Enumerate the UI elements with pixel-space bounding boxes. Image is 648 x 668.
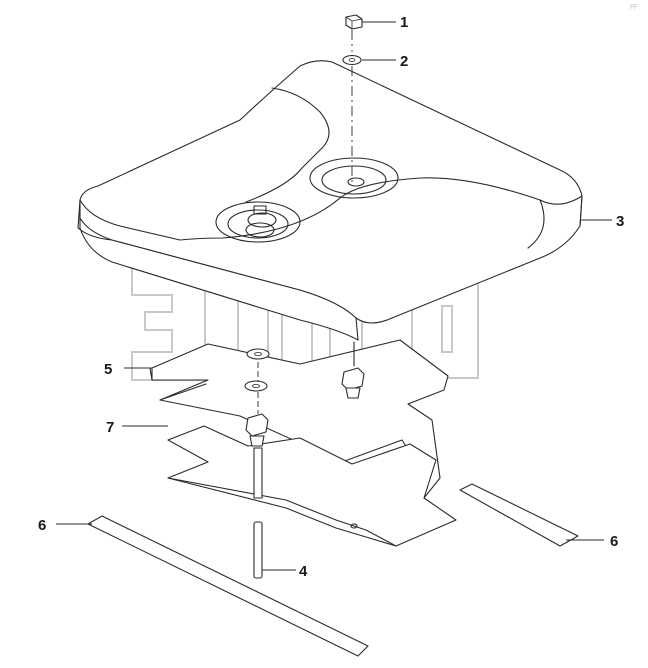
callout-3: 3 — [616, 213, 624, 230]
callout-1: 1 — [400, 14, 408, 31]
callout-7: 7 — [106, 419, 114, 436]
callout-4: 4 — [299, 563, 308, 580]
rubber-strip-right — [459, 483, 579, 547]
callout-labels: 1 2 3 4 5 7 6 6 — [38, 14, 624, 580]
callout-6-left: 6 — [38, 517, 46, 534]
callout-2: 2 — [400, 53, 408, 70]
long-stud — [253, 362, 263, 579]
nut — [345, 14, 363, 30]
washer — [342, 54, 362, 66]
bracket-bolts — [244, 341, 365, 447]
seat-cushion — [77, 60, 583, 341]
rubber-strip-left — [87, 515, 369, 657]
lower-plate — [167, 425, 457, 547]
leader-lines — [56, 21, 612, 571]
corner-mark: FF — [630, 5, 638, 11]
callout-5: 5 — [104, 361, 112, 378]
callout-6-right: 6 — [610, 533, 618, 550]
